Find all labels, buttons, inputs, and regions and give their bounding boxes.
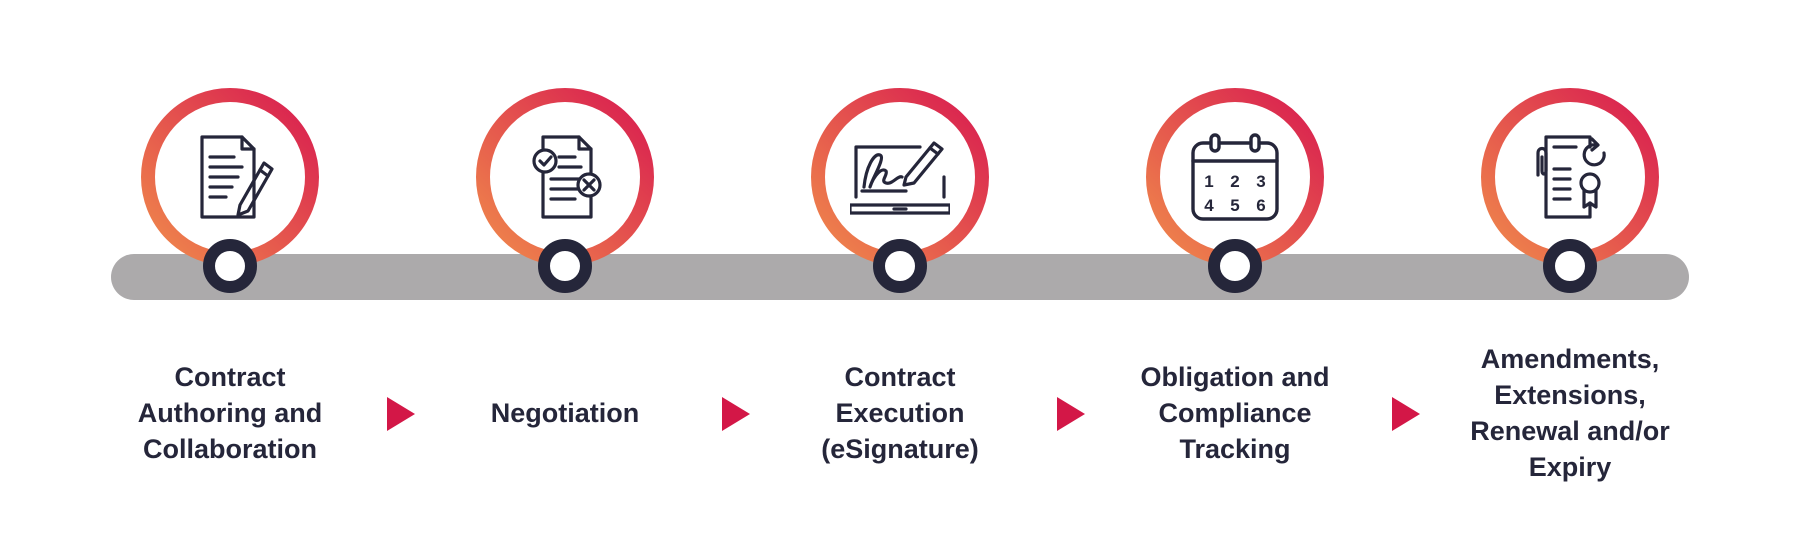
calendar-day: 4 [1204,196,1214,215]
next-arrow-icon [1057,397,1085,431]
step-label: Contract Authoring and Collaboration [137,362,323,464]
next-arrow-icon [387,397,415,431]
next-arrow-icon [1392,397,1420,431]
step-label: Contract Execution (eSignature) [821,362,979,464]
calendar-day: 6 [1256,196,1265,215]
step-contract-execution: Contract Execution (eSignature) [750,0,1050,559]
calendar-day: 5 [1230,196,1239,215]
timeline-node [1543,239,1597,293]
timeline-node [873,239,927,293]
step-negotiation: Negotiation [415,0,715,559]
document-approve-reject-icon [532,135,602,219]
certificate-renewal-icon [1536,135,1606,219]
calendar-day: 1 [1204,172,1213,191]
timeline-node [1208,239,1262,293]
step-contract-authoring: Contract Authoring and Collaboration [80,0,380,559]
timeline-node [538,239,592,293]
calendar-icon: 1 2 3 4 5 6 [1191,133,1279,221]
step-obligation-tracking: 1 2 3 4 5 6 Obligation and Compliance Tr… [1085,0,1385,559]
document-edit-icon [200,135,274,219]
laptop-signature-icon [850,141,950,215]
step-amendments-renewal: Amendments, Extensions, Renewal and/or E… [1420,0,1720,559]
step-label: Negotiation [490,398,640,428]
timeline-node [203,239,257,293]
next-arrow-icon [722,397,750,431]
step-label: Amendments, Extensions, Renewal and/or E… [1470,344,1670,482]
step-label: Obligation and Compliance Tracking [1140,362,1330,464]
calendar-day: 3 [1256,172,1265,191]
calendar-day: 2 [1230,172,1239,191]
